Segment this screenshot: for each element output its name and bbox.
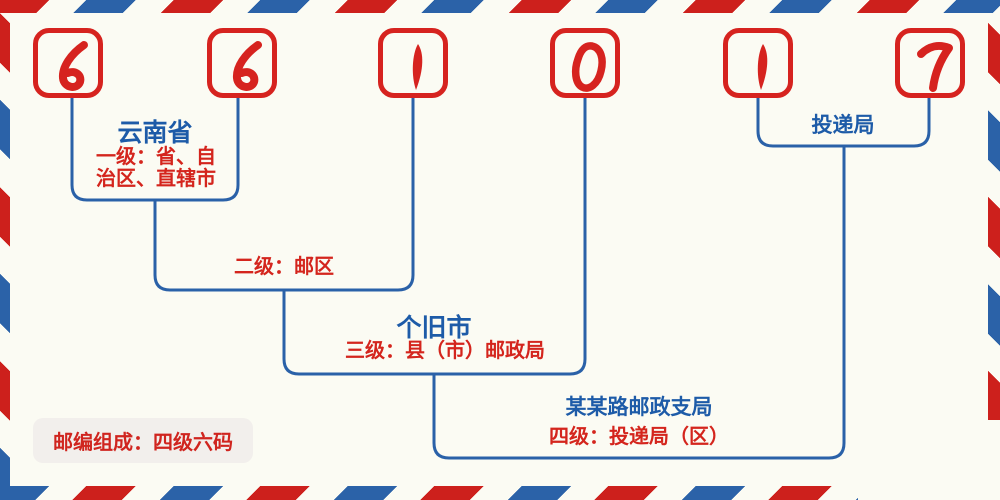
label-city: 个旧市: [396, 313, 472, 342]
postal-digit-3: [412, 44, 423, 90]
airmail-border-left: [0, 13, 10, 497]
label-province: 云南省: [117, 118, 193, 147]
postal-digit-1: [58, 41, 88, 91]
postal-digit-box-5: [723, 28, 793, 98]
label-level1-desc: 一级：省、自 治区、直辖市: [96, 145, 216, 189]
postal-composition-text: 邮编组成：四级六码: [53, 430, 233, 454]
postal-digit-box-3: [378, 28, 448, 98]
airmail-border-right: [988, 13, 1000, 420]
label-level1-desc-line1: 一级：省、自: [96, 144, 216, 168]
label-delivery-office: 投递局: [811, 113, 875, 137]
postal-digit-5: [757, 44, 768, 90]
postal-digit-4: [571, 42, 606, 92]
label-level1-desc-line2: 治区、直辖市: [96, 166, 216, 190]
label-level2-desc: 二级：邮区: [234, 254, 334, 278]
postal-composition-badge: 邮编组成：四级六码: [33, 418, 253, 463]
postal-digit-2: [232, 41, 262, 91]
airmail-border-top: [0, 0, 1000, 13]
postal-digit-box-1: [33, 28, 103, 98]
postal-digit-6: [917, 42, 953, 92]
label-branch-office: 某某路邮政支局: [565, 395, 713, 419]
postal-digit-box-6: [895, 28, 965, 98]
label-level4-desc: 四级：投递局（区）: [549, 424, 729, 448]
label-level3-desc: 三级：县（市）邮政局: [345, 338, 545, 362]
airmail-border-bottom: [0, 486, 858, 500]
postal-digit-box-4: [550, 28, 620, 98]
postal-digit-box-2: [207, 28, 277, 98]
